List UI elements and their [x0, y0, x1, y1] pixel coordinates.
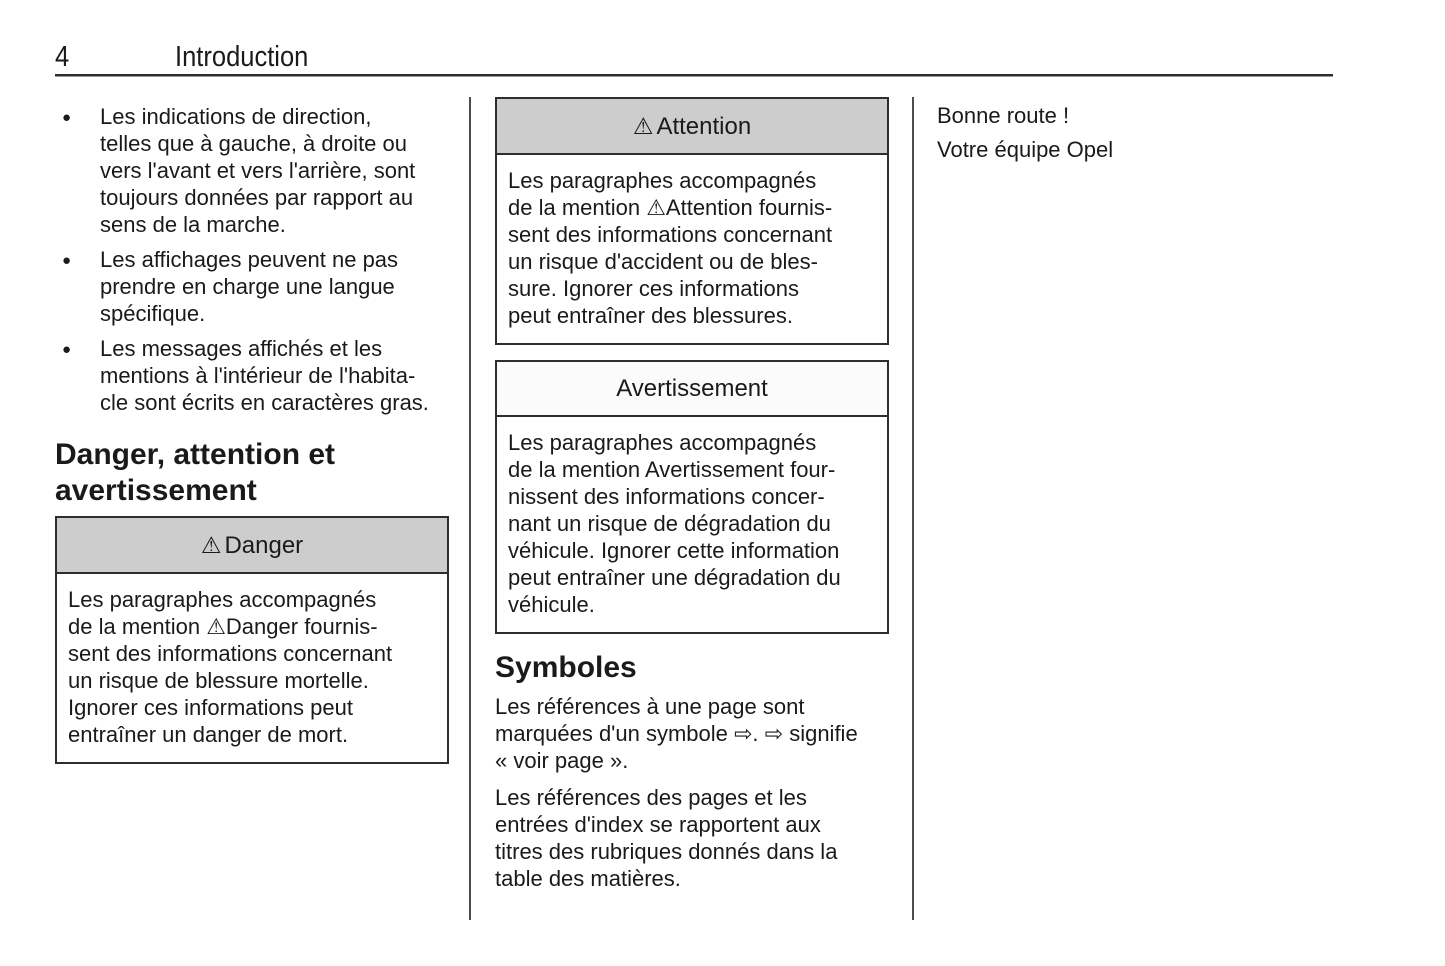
avertissement-box: Avertissement Les paragraphes accompagné…	[495, 360, 889, 634]
closing-message: Bonne route !	[937, 103, 1070, 128]
danger-box-title: Danger	[224, 532, 304, 559]
column-separator-left	[469, 97, 471, 920]
page-title: Introduction	[175, 41, 309, 73]
section-heading-symbols: Symboles	[495, 651, 637, 684]
left-column: ● Les indications de direction, telles q…	[55, 97, 449, 779]
closing-signature: Votre équipe Opel	[937, 137, 1114, 162]
attention-box-header: ⚠Attention	[497, 99, 887, 155]
right-column: Bonne route ! Votre équipe Opel	[937, 97, 1367, 170]
danger-box: ⚠Danger Les paragraphes accompagnés de l…	[55, 516, 449, 764]
attention-box-title: Attention	[656, 113, 752, 140]
warning-triangle-icon: ⚠	[200, 532, 222, 558]
bullet-icon: ●	[62, 252, 72, 269]
page-number: 4	[55, 41, 70, 73]
bullet-text: Les affichages peuvent ne pas prendre en…	[100, 247, 399, 326]
danger-box-header: ⚠Danger	[57, 518, 447, 574]
warning-triangle-icon: ⚠	[632, 113, 654, 139]
symbols-paragraph: Les références à une page sont marquées …	[495, 694, 858, 773]
section-heading-danger-attention: Danger, attention et avertissement	[55, 438, 336, 507]
list-item: ● Les messages affichés et les mentions …	[55, 335, 449, 416]
avertissement-box-title: Avertissement	[616, 375, 768, 402]
bullet-text: Les messages affichés et les mentions à …	[100, 336, 429, 415]
bullet-text: Les indications de direction, telles que…	[100, 104, 416, 237]
column-separator-right	[912, 97, 914, 920]
header-rule	[55, 74, 1333, 77]
avertissement-box-header: Avertissement	[497, 362, 887, 417]
bullet-icon: ●	[62, 341, 72, 358]
symbols-paragraph: Les références des pages et les entrées …	[495, 785, 838, 891]
list-item: ● Les affichages peuvent ne pas prendre …	[55, 246, 449, 327]
bullet-icon: ●	[62, 109, 72, 126]
bullet-list: ● Les indications de direction, telles q…	[55, 103, 449, 416]
list-item: ● Les indications de direction, telles q…	[55, 103, 449, 238]
attention-box: ⚠Attention Les paragraphes accompagnés d…	[495, 97, 889, 345]
danger-box-body: Les paragraphes accompagnés de la mentio…	[68, 587, 393, 747]
attention-box-body: Les paragraphes accompagnés de la mentio…	[508, 168, 833, 328]
middle-column: ⚠Attention Les paragraphes accompagnés d…	[495, 97, 889, 902]
avertissement-box-body: Les paragraphes accompagnés de la mentio…	[508, 430, 841, 617]
